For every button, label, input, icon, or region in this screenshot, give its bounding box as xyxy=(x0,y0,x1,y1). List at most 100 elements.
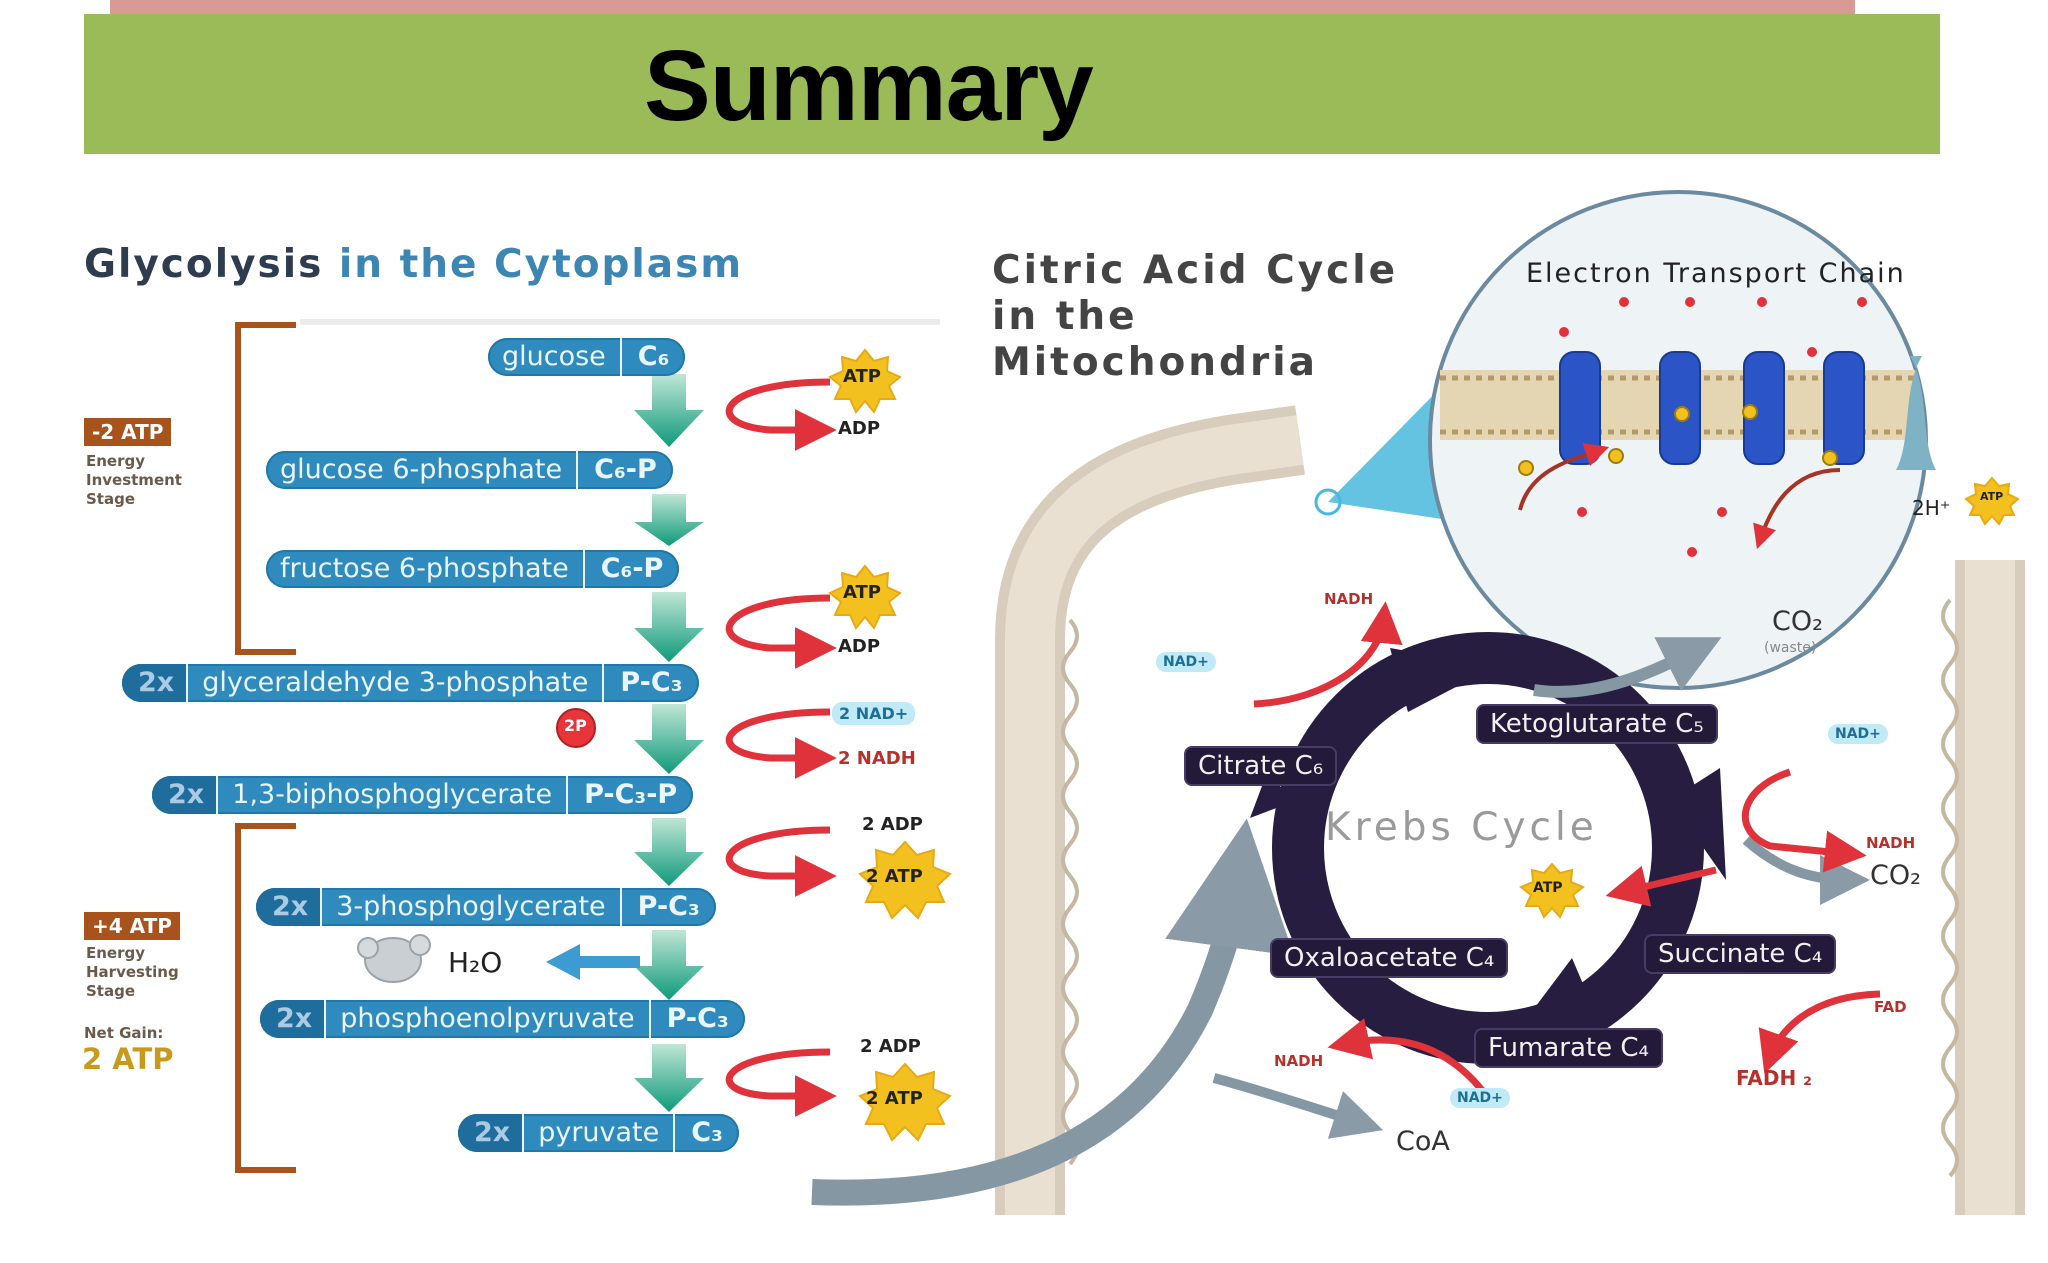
harvest-badge: +4 ATP xyxy=(84,912,180,940)
coa-arrow xyxy=(1212,1073,1384,1139)
water-arrow xyxy=(546,944,640,980)
glycolysis-title-main: Glycolysis xyxy=(84,242,324,287)
fadh-label: FADH ₂ xyxy=(1736,1066,1812,1090)
atp-star-krebs xyxy=(1519,862,1585,919)
nadh-label-2: NADH xyxy=(1866,834,1916,852)
two-adp-label-2: 2 ADP xyxy=(860,1036,921,1057)
atp-label-2: ATP xyxy=(843,582,882,603)
etc-2h-label: 2H⁺ xyxy=(1912,496,1951,520)
etc-title: Electron Transport Chain xyxy=(1526,258,1906,289)
co2-label-right: CO₂ xyxy=(1870,860,1921,891)
atp-star-1 xyxy=(828,348,902,414)
zoom-origin xyxy=(1314,488,1342,516)
step-multiplier: 2x xyxy=(256,888,323,926)
oxaloacetate-box: Oxaloacetate C₄ xyxy=(1272,940,1507,976)
co2-waste-note: (waste) xyxy=(1764,640,1817,656)
top-accent-bar xyxy=(110,0,1855,14)
caption-line: Stage xyxy=(86,490,136,508)
step-formula: P-C₃-P xyxy=(566,776,693,814)
step-name: phosphoenolpyruvate xyxy=(340,1003,635,1034)
step-formula: P-C₃ xyxy=(619,888,716,926)
nad-label-3: NAD+ xyxy=(1450,1088,1510,1108)
fumarate-box: Fumarate C₄ xyxy=(1476,1030,1661,1066)
citric-title-line: in the xyxy=(992,294,1138,339)
caption-line: Energy xyxy=(86,944,146,962)
step-multiplier: 2x xyxy=(122,664,189,702)
step-arrows xyxy=(634,374,704,1112)
atp-star-2 xyxy=(828,564,902,630)
co2-right-arrow xyxy=(1742,836,1870,905)
citric-title-line: Citric Acid Cycle xyxy=(992,248,1399,293)
step-name: 3-phosphoglycerate xyxy=(336,891,606,922)
step-formula: P-C₃ xyxy=(602,664,698,702)
nadh-label-3: NADH xyxy=(1274,1052,1324,1070)
krebs-cycle-label: Krebs Cycle xyxy=(1325,805,1598,850)
water-molecule xyxy=(357,934,431,983)
atp-star-4 xyxy=(858,1062,952,1142)
two-nadh-label: 2 NADH xyxy=(838,748,916,769)
two-p-label: 2P xyxy=(564,716,587,735)
fad-label: FAD xyxy=(1874,998,1907,1016)
krebs-red-arrows xyxy=(1253,601,1881,1101)
harvest-bracket xyxy=(235,823,296,1173)
step-name: pyruvate xyxy=(538,1117,660,1148)
step-13-biphosphoglycerate: 2x 1,3-biphosphoglycerate P-C₃-P xyxy=(152,776,694,814)
glycolysis-title-sub: in the Cytoplasm xyxy=(338,242,743,287)
step-name: fructose 6-phosphate xyxy=(280,553,569,584)
citric-title-line: Mitochondria xyxy=(992,340,1318,385)
caption-line: Investment xyxy=(86,471,182,489)
step-formula: C₃ xyxy=(673,1114,739,1152)
water-label: H₂O xyxy=(448,946,503,979)
investment-bracket xyxy=(235,322,296,655)
adp-label-1: ADP xyxy=(838,418,881,439)
atp-star-3 xyxy=(858,840,952,920)
two-atp-label-1: 2 ATP xyxy=(866,866,923,887)
caption-line: Harvesting xyxy=(86,963,179,981)
ketoglutarate-box: Ketoglutarate C₅ xyxy=(1478,706,1716,742)
step-formula: C₆-P xyxy=(576,451,673,489)
caption-line: Stage xyxy=(86,982,136,1000)
investment-caption: Energy Investment Stage xyxy=(86,452,182,509)
step-fructose-6-phosphate: fructose 6-phosphate C₆-P xyxy=(266,550,680,588)
mitochondrion-membrane xyxy=(995,405,2025,1215)
caption-line: Energy xyxy=(86,452,146,470)
step-pyruvate: 2x pyruvate C₃ xyxy=(458,1114,739,1152)
citric-title: Citric Acid Cycle in the Mitochondria xyxy=(992,248,1398,386)
citrate-box: Citrate C₆ xyxy=(1186,748,1336,784)
step-formula: C₆-P xyxy=(582,550,680,588)
net-gain-label: Net Gain: xyxy=(84,1024,164,1042)
step-formula: C₆ xyxy=(619,338,686,376)
pyruvate-to-krebs-arrow xyxy=(811,818,1295,1206)
co2-top-arrow xyxy=(1533,637,1722,698)
two-nad-label: 2 NAD+ xyxy=(832,702,916,725)
step-name: glyceraldehyde 3-phosphate xyxy=(202,667,589,698)
step-name: glucose 6-phosphate xyxy=(280,454,563,485)
title-banner: Summary xyxy=(84,14,1940,154)
step-3-phosphoglycerate: 2x 3-phosphoglycerate P-C₃ xyxy=(256,888,716,926)
glycolysis-title: Glycolysis in the Cytoplasm xyxy=(84,242,743,287)
step-name: 1,3-biphosphoglycerate xyxy=(232,779,553,810)
step-glyceraldehyde-3-phosphate: 2x glyceraldehyde 3-phosphate P-C₃ xyxy=(122,664,699,702)
step-glucose-6-phosphate: glucose 6-phosphate C₆-P xyxy=(266,451,673,489)
krebs-atp-label: ATP xyxy=(1533,880,1563,896)
harvest-caption: Energy Harvesting Stage xyxy=(86,944,179,1001)
two-p-ball xyxy=(556,708,596,748)
atp-starbursts xyxy=(828,348,1585,1142)
succinate-box: Succinate C₄ xyxy=(1646,936,1835,972)
atp-label-1: ATP xyxy=(843,366,882,387)
co2-label-top: CO₂ xyxy=(1772,606,1823,637)
red-curved-arrows xyxy=(725,378,837,1117)
nad-label-2: NAD+ xyxy=(1828,724,1888,744)
step-formula: P-C₃ xyxy=(648,1000,745,1038)
investment-badge: -2 ATP xyxy=(84,418,172,446)
zoom-cone xyxy=(1328,368,1462,522)
etc-inset xyxy=(1428,190,2020,690)
step-multiplier: 2x xyxy=(152,776,219,814)
two-atp-label-2: 2 ATP xyxy=(866,1088,923,1109)
step-multiplier: 2x xyxy=(458,1114,525,1152)
adp-label-2: ADP xyxy=(838,636,881,657)
